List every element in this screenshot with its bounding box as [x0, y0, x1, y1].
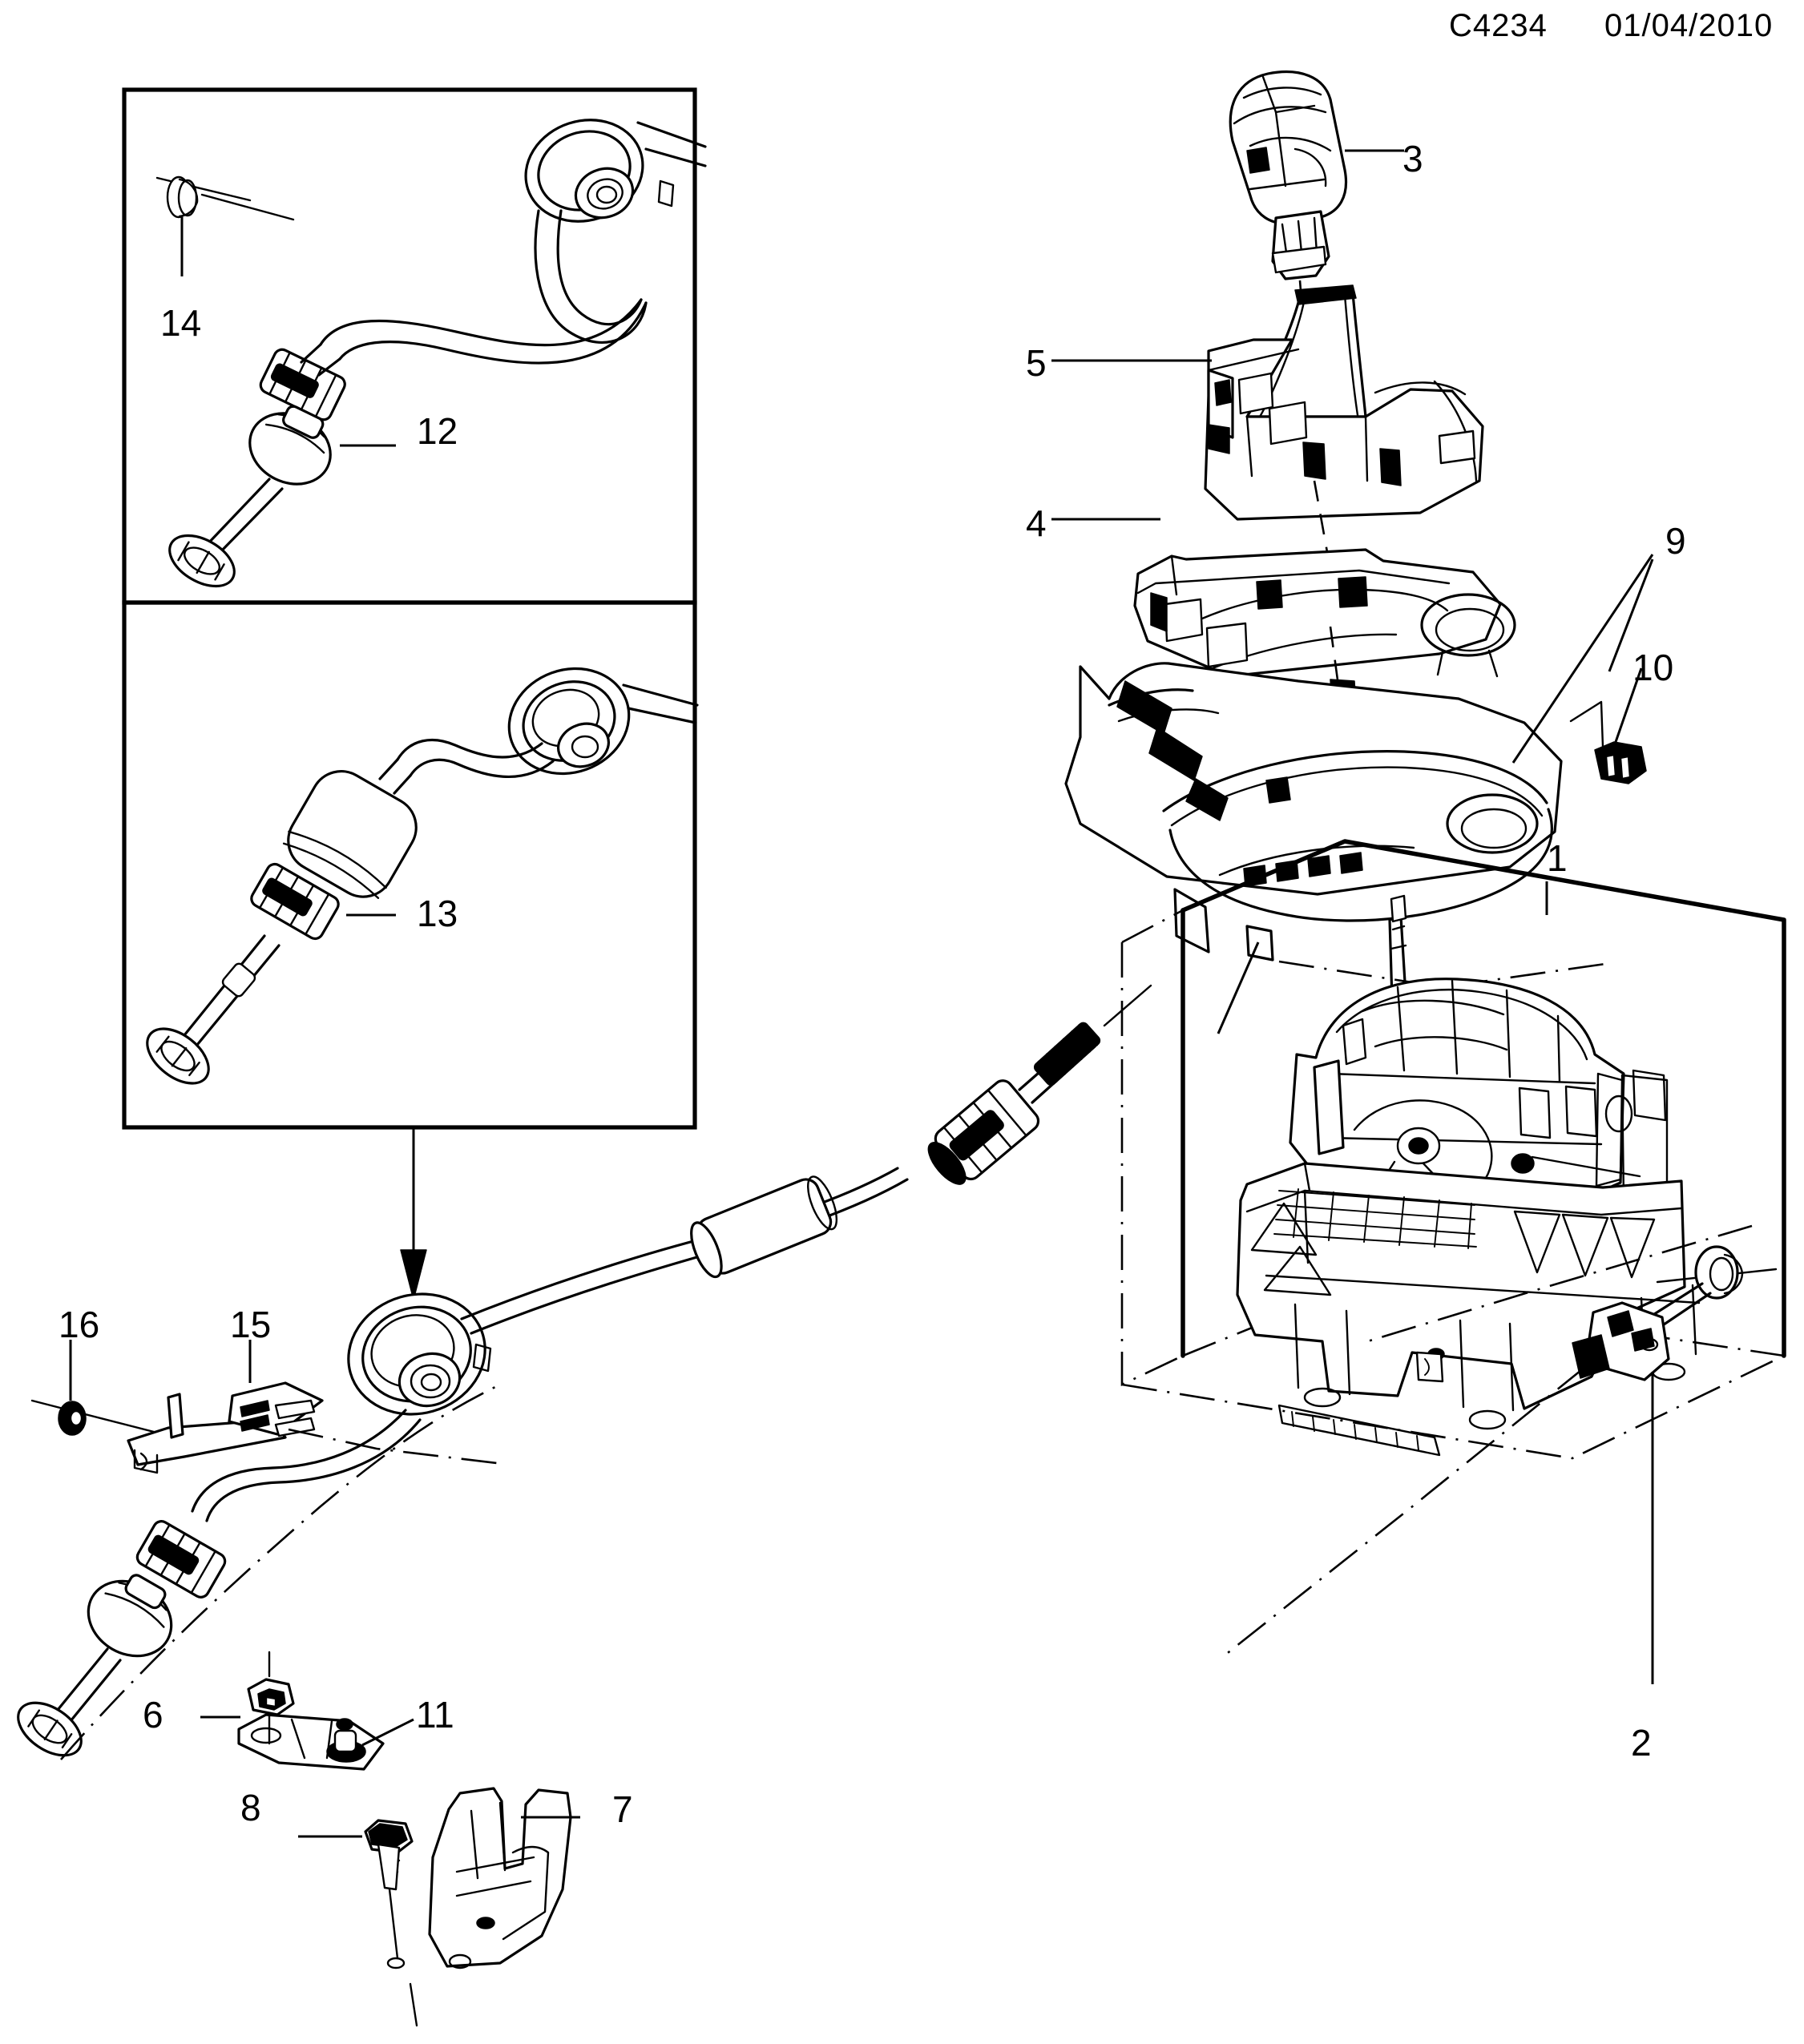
- part-10-bezel-retaining-clip: [1569, 558, 1654, 784]
- callout-11: 11: [416, 1694, 454, 1736]
- part-6-hex-nut: [247, 1651, 295, 1745]
- callout-2: 2: [1631, 1722, 1652, 1764]
- callout-15: 15: [230, 1304, 272, 1345]
- part-4-shift-console-frame: [1051, 518, 1516, 740]
- callout-14: 14: [160, 302, 202, 344]
- part-2-shift-cable-end-fitting: [1224, 1224, 1778, 1684]
- part-9-shift-bezel-trim-plate: [1064, 554, 1654, 1034]
- callout-6: 6: [143, 1694, 163, 1736]
- callout-3: 3: [1402, 138, 1423, 179]
- lower-left-cable: [17, 1385, 498, 1760]
- main-shift-cable: [347, 984, 1152, 1416]
- part-16-bushing: [30, 1340, 215, 1449]
- detail-box-lower: [122, 600, 697, 1130]
- callout-16: 16: [59, 1304, 100, 1345]
- callout-12: 12: [417, 410, 458, 452]
- drawing-date: 01/04/2010: [1604, 8, 1774, 43]
- drawing-code: C4234: [1449, 8, 1548, 43]
- part-12-select-cable: [168, 119, 707, 588]
- callout-10: 10: [1632, 647, 1674, 688]
- callout-8: 8: [240, 1787, 261, 1828]
- callout-4: 4: [1026, 502, 1047, 544]
- part-5-shift-indicator-housing: [1051, 284, 1484, 562]
- callout-5: 5: [1026, 342, 1047, 384]
- part-11-shift-lever-arm: [200, 1713, 414, 1771]
- callout-13: 13: [417, 893, 458, 934]
- part-1-gear-shift-control-assembly: [1120, 839, 1786, 1460]
- part-15-retainer-clip: [127, 1340, 498, 1474]
- part-8-bracket-screw: [298, 1819, 414, 1960]
- callout-7: 7: [612, 1788, 633, 1830]
- part-7-cable-support-bracket: [386, 1787, 580, 2027]
- part-13-select-cable: [146, 667, 699, 1085]
- detail-reference-arrow: [400, 1128, 427, 1300]
- part-3-gear-shift-knob: [1229, 70, 1404, 401]
- callout-9: 9: [1665, 520, 1686, 562]
- part-14-grommet: [155, 175, 295, 276]
- callout-1: 1: [1547, 837, 1568, 879]
